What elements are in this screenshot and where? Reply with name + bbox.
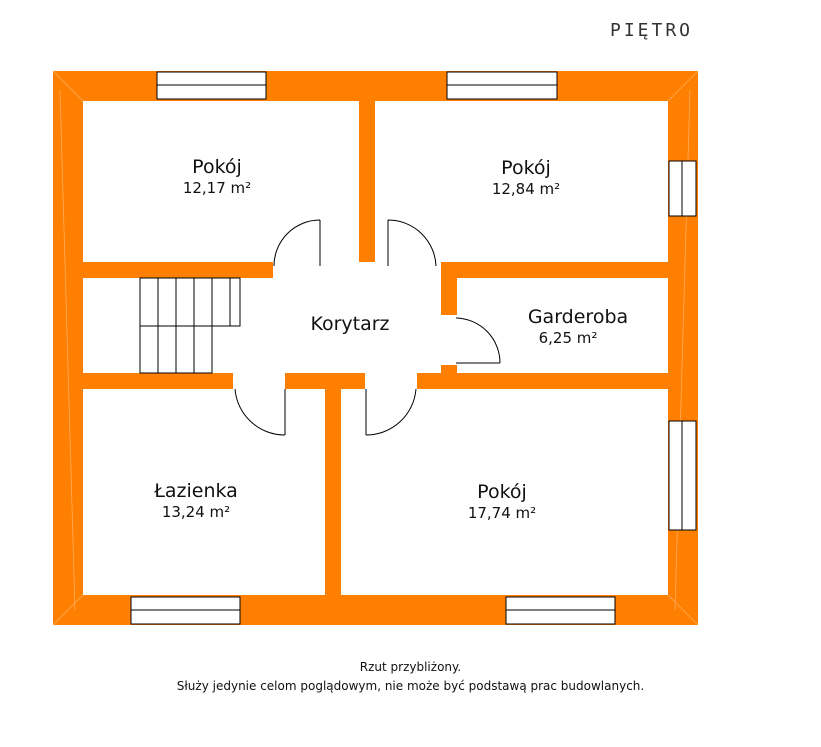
room-pokoj-1 bbox=[83, 101, 359, 262]
window-right-upper bbox=[668, 160, 697, 217]
room-name: Pokój bbox=[477, 481, 527, 503]
room-name: Korytarz bbox=[310, 313, 390, 335]
window-bottom-left bbox=[130, 596, 241, 625]
room-label-garderoba: Garderoba 6,25 m² bbox=[513, 306, 643, 347]
door-swing-lazienka bbox=[234, 388, 286, 436]
window-bottom-right bbox=[505, 596, 616, 625]
windows bbox=[130, 71, 697, 625]
door-gap-pokoj-3 bbox=[365, 373, 417, 389]
room-name: Pokój bbox=[192, 156, 242, 178]
window-right-lower bbox=[668, 420, 697, 531]
door-swings bbox=[234, 219, 501, 436]
window-top-left bbox=[156, 71, 267, 100]
door-swing-pokoj-3 bbox=[365, 388, 417, 436]
room-label-lazienka: Łazienka 13,24 m² bbox=[136, 480, 256, 521]
room-area: 13,24 m² bbox=[161, 503, 231, 521]
room-area: 12,84 m² bbox=[491, 180, 561, 198]
disclaimer-line-1: Rzut przybliżony. bbox=[359, 660, 462, 674]
room-label-pokoj-1: Pokój 12,17 m² bbox=[167, 156, 267, 197]
room-name: Garderoba bbox=[527, 306, 629, 328]
room-label-pokoj-2: Pokój 12,84 m² bbox=[476, 157, 576, 198]
stairs bbox=[139, 277, 241, 374]
room-pokoj-3 bbox=[341, 389, 668, 595]
room-area: 17,74 m² bbox=[467, 504, 537, 522]
door-gap-pokoj-1 bbox=[273, 262, 320, 278]
room-label-pokoj-3: Pokój 17,74 m² bbox=[452, 481, 552, 522]
room-name: Łazienka bbox=[154, 480, 238, 502]
door-swing-pokoj-2 bbox=[387, 219, 437, 267]
room-label-korytarz: Korytarz bbox=[295, 313, 405, 335]
room-name: Pokój bbox=[501, 157, 551, 179]
door-gap-pokoj-2 bbox=[387, 262, 438, 278]
room-area: 6,25 m² bbox=[538, 329, 598, 347]
door-gap-garderoba bbox=[441, 315, 457, 365]
door-gap-lazienka bbox=[233, 373, 285, 389]
window-top-right bbox=[446, 71, 558, 100]
room-garderoba bbox=[457, 278, 668, 373]
floor-title: PIĘTRO bbox=[610, 20, 694, 41]
door-swing-garderoba bbox=[455, 317, 501, 364]
disclaimer-line-2: Służy jedynie celom poglądowym, nie może… bbox=[176, 679, 645, 693]
door-swing-pokoj-1 bbox=[273, 219, 321, 267]
room-pokoj-2 bbox=[375, 101, 668, 262]
room-area: 12,17 m² bbox=[182, 179, 252, 197]
